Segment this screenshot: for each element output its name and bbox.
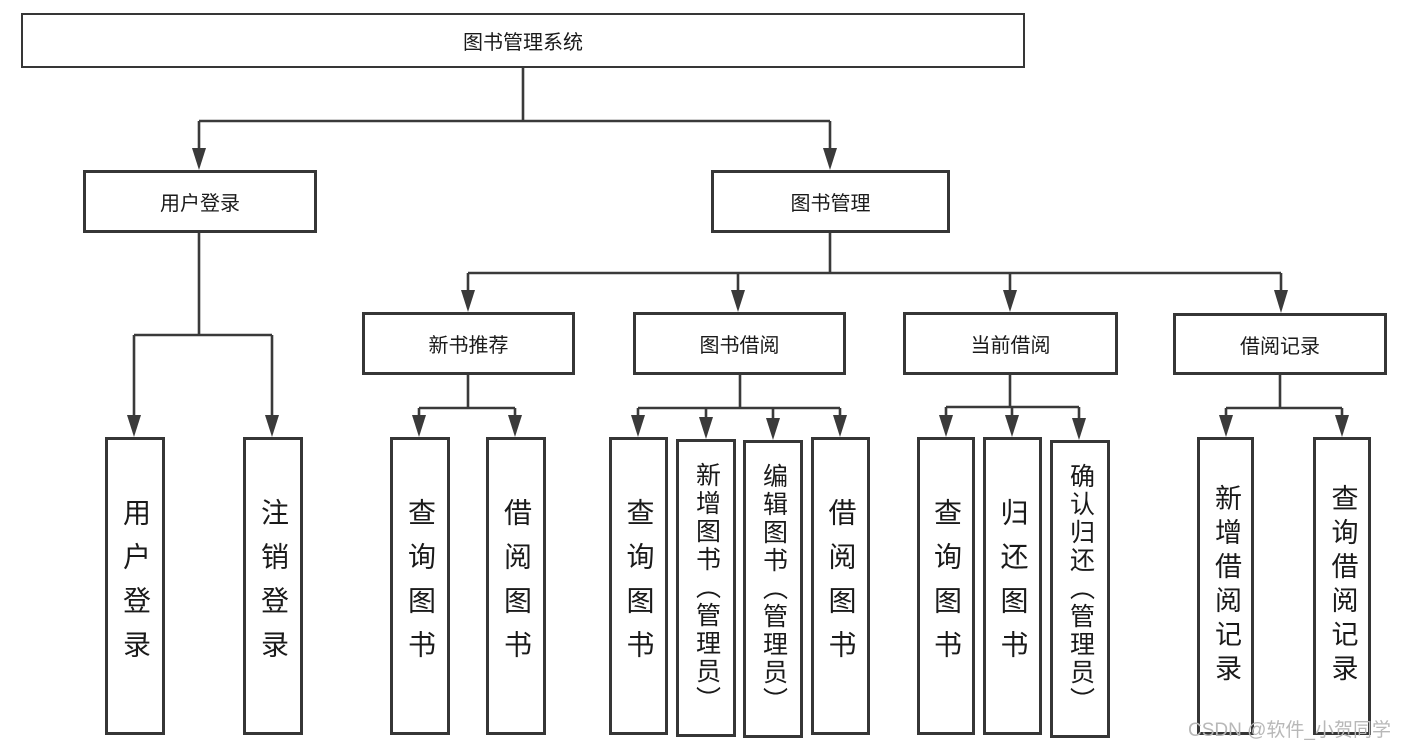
node-root-system: 图书管理系统 [21,13,1025,68]
leaf-label: 查询借阅记录 [1327,484,1358,688]
arrowhead [1003,290,1017,312]
leaf-label: 借阅图书 [825,498,857,674]
leaf-label: 新增借阅记录 [1211,484,1241,688]
connector-line [197,68,832,150]
leaf-user-login: 用户登录 [105,437,165,735]
leaf-borrow-books-1: 借阅图书 [486,437,546,735]
connector-newbooks-to-leaves [412,375,522,437]
leaf-add-book-admin: 新增图书（管理员） [676,439,736,737]
arrowhead [1005,415,1019,437]
arrowhead [127,415,141,437]
connector-line [132,233,274,417]
connector-userlogin-to-leaves [127,233,279,437]
leaf-query-books-2: 查询图书 [609,437,668,735]
arrowhead [631,415,645,437]
arrowhead [1219,415,1233,437]
leaf-confirm-return-admin: 确认归还（管理员） [1050,440,1110,738]
connector-line [417,375,517,417]
connector-records-to-leaves [1219,375,1349,437]
connector-root-to-level2 [192,68,837,170]
arrowhead [699,417,713,439]
connector-line [636,375,842,420]
leaf-logout: 注销登录 [243,437,303,735]
arrowhead [265,415,279,437]
leaf-label: 查询图书 [405,498,436,674]
arrowhead [1072,418,1086,440]
leaf-edit-book-admin: 编辑图书（管理员） [743,440,803,738]
node-book-borrow: 图书借阅 [633,312,846,375]
connector-borrow-to-leaves [631,375,847,440]
arrowhead [461,290,475,312]
leaf-label: 确认归还（管理员） [1066,463,1095,715]
leaf-label: 归还图书 [997,498,1029,674]
leaf-return-books: 归还图书 [983,437,1042,735]
node-borrow-records: 借阅记录 [1173,313,1387,375]
leaf-label: 编辑图书（管理员） [759,463,788,715]
leaf-label: 借阅图书 [501,498,532,674]
leaf-label: 注销登录 [258,498,289,674]
arrowhead [766,418,780,440]
arrowhead [823,148,837,170]
node-book-management: 图书管理 [711,170,950,233]
arrowhead [939,415,953,437]
leaf-label: 查询图书 [623,498,655,674]
leaf-query-books-3: 查询图书 [917,437,975,735]
node-new-book-recommend: 新书推荐 [362,312,575,375]
arrowhead [192,148,206,170]
arrowhead [508,415,522,437]
leaf-query-books-1: 查询图书 [390,437,450,735]
leaf-label: 用户登录 [120,498,151,674]
connector-line [466,233,1283,292]
arrowhead [731,290,745,312]
connector-bookmgmt-to-level3 [461,233,1288,313]
arrowhead [1335,415,1349,437]
connector-current-to-leaves [939,375,1086,440]
leaf-label: 新增图书（管理员） [692,462,721,714]
leaf-label: 查询图书 [931,498,962,674]
leaf-borrow-books-2: 借阅图书 [811,437,870,735]
node-current-borrow: 当前借阅 [903,312,1118,375]
csdn-watermark: CSDN @软件_小贺同学 [1188,720,1391,741]
arrowhead [412,415,426,437]
leaf-add-borrow-record: 新增借阅记录 [1197,437,1254,735]
arrowhead [833,415,847,437]
node-user-login: 用户登录 [83,170,317,233]
arrowhead [1274,290,1288,313]
leaf-query-borrow-record: 查询借阅记录 [1313,437,1371,735]
connector-line [1224,375,1344,417]
connector-line [944,375,1081,420]
